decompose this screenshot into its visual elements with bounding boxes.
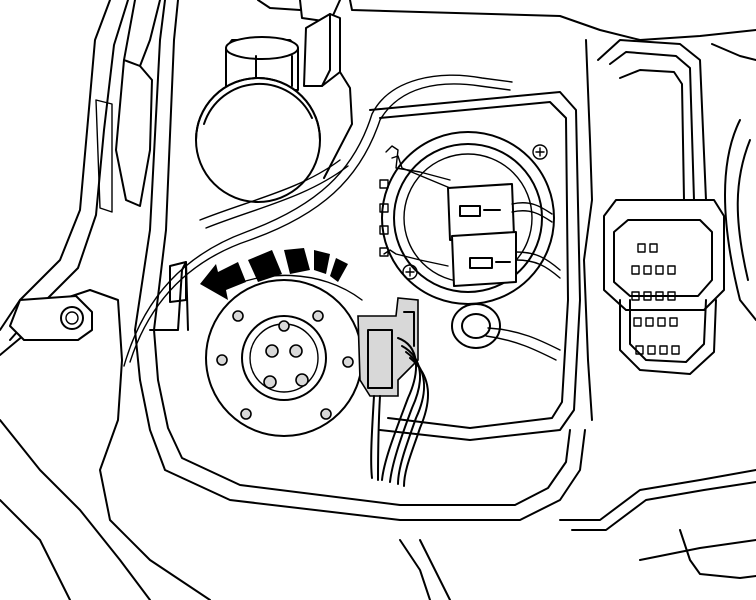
bulb-socket-area xyxy=(369,91,581,441)
bracket xyxy=(303,13,353,179)
upper-left-rib xyxy=(95,0,161,213)
adjuster-boss xyxy=(195,36,321,203)
inner-panel xyxy=(134,0,586,521)
adjuster-wheel xyxy=(205,279,363,437)
rotation-arrow xyxy=(200,248,363,301)
connector-pin-grid xyxy=(631,243,680,355)
wire-bundle xyxy=(370,337,429,487)
mounting-tab xyxy=(9,295,93,341)
lower-right-structure xyxy=(399,469,756,600)
bulb-connector xyxy=(447,183,561,287)
motor-connector-plug xyxy=(357,297,419,397)
grommet xyxy=(451,303,561,361)
right-connector xyxy=(583,39,756,421)
wire-loop xyxy=(123,74,513,367)
clip-wire xyxy=(383,145,451,267)
